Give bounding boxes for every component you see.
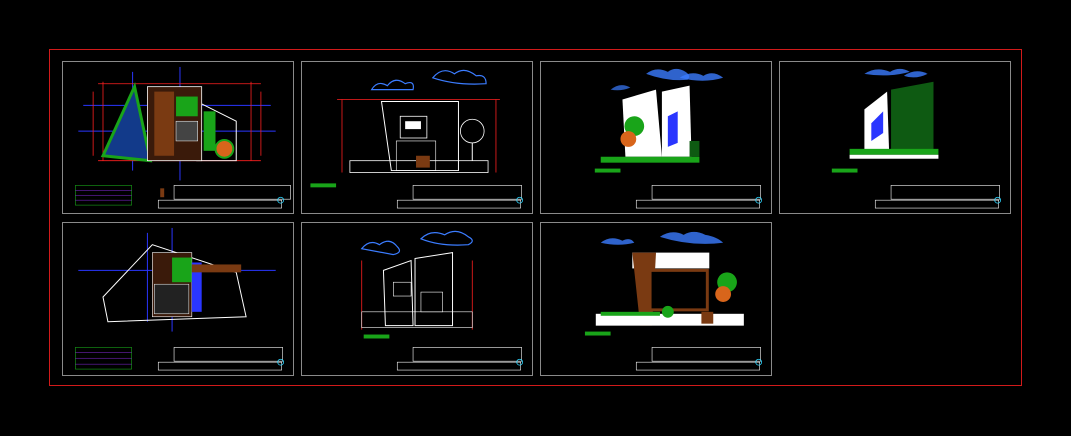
sheet-elevation-3[interactable] xyxy=(540,222,772,376)
sheet-section-1[interactable] xyxy=(301,61,533,214)
elevation-drawing xyxy=(584,231,763,371)
layout-border xyxy=(49,49,1022,386)
sheet-floor-plan-1[interactable] xyxy=(62,61,294,214)
sheet-section-2[interactable] xyxy=(301,222,533,376)
section-drawing xyxy=(310,69,523,209)
section-drawing xyxy=(360,230,524,371)
sheet-elevation-1[interactable] xyxy=(540,61,772,214)
floor-plan-drawing xyxy=(75,66,291,209)
elevation-drawing xyxy=(594,68,762,209)
elevation-drawing xyxy=(831,68,1001,209)
floor-plan-drawing xyxy=(75,227,285,371)
sheet-floor-plan-2[interactable] xyxy=(62,222,294,376)
sheet-elevation-2[interactable] xyxy=(779,61,1011,214)
